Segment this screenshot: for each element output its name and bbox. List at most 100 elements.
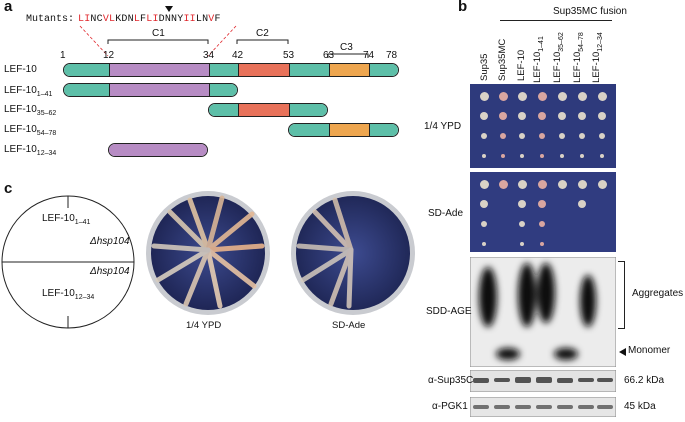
residue: N [90, 14, 97, 25]
spot-plate-ypd-label: 1/4 YPD [424, 121, 462, 132]
yeast-spot [501, 242, 505, 246]
yeast-spot [538, 200, 546, 208]
yeast-spot [579, 133, 585, 139]
residue: V [208, 14, 215, 25]
yeast-spot [599, 133, 605, 139]
residue: L [78, 14, 85, 25]
yeast-spot [517, 179, 527, 189]
panel-a-guides [79, 25, 369, 58]
construct-bar-1-41 [63, 83, 238, 97]
yeast-spot [481, 221, 487, 227]
plate-layout-diagram [1, 195, 135, 329]
position-1: 1 [60, 50, 66, 61]
yeast-spot [499, 112, 507, 120]
construct-label-1-41: LEF-101–41 [4, 85, 53, 98]
residue: N [202, 14, 209, 25]
residue: I [183, 14, 190, 25]
yeast-spot [557, 179, 567, 189]
residue: V [102, 14, 110, 25]
position-34: 34 [203, 50, 215, 61]
yeast-spot [499, 200, 507, 208]
yeast-spot [520, 154, 524, 158]
plate-photo-sd-ade [291, 191, 415, 315]
lane-label-35-62: LEF-1035–62 [552, 32, 565, 83]
position-74: 74 [363, 50, 375, 61]
spot-plate-sd-ade-label: SD-Ade [428, 208, 464, 219]
residue: I [84, 14, 91, 25]
yeast-spot [577, 91, 587, 101]
construct-bar-full [63, 63, 399, 77]
yeast-spot [578, 200, 586, 208]
residue: F [140, 14, 147, 25]
fusion-header-rule [500, 20, 612, 21]
yeast-spot [597, 179, 607, 189]
yeast-spot [480, 200, 488, 208]
spot-plate-sd-ade [470, 172, 616, 252]
layout-top-right-label: Δhsp104 [90, 236, 130, 247]
position-53: 53 [283, 50, 295, 61]
lane-label-lef10: LEF-10 [516, 49, 527, 81]
western-blot-sup35c [470, 370, 616, 392]
yeast-spot [580, 242, 584, 246]
residue: D [158, 14, 165, 25]
yeast-spot [577, 179, 587, 189]
yeast-spot [539, 133, 545, 139]
plate-photo-ypd [146, 191, 270, 315]
yeast-spot [501, 154, 505, 158]
layout-bottom-left-label: LEF-1012–34 [42, 288, 95, 301]
yeast-spot [519, 221, 525, 227]
lane-label-1-41: LEF-101–41 [532, 36, 545, 83]
yeast-spot [537, 179, 547, 189]
yeast-spot [481, 133, 487, 139]
yeast-spot [598, 112, 606, 120]
construct-bar-35-62 [208, 103, 328, 117]
yeast-spot [599, 221, 605, 227]
panel-label-c: c [4, 180, 13, 197]
residue: N [164, 14, 172, 25]
panel-label-b: b [458, 0, 468, 15]
layout-top-left-label: LEF-101–41 [42, 213, 91, 226]
yeast-spot [560, 242, 564, 246]
position-42: 42 [232, 50, 244, 61]
plate-sd-ade-label: SD-Ade [332, 320, 366, 331]
residue: Y [177, 14, 184, 25]
position-12: 12 [103, 50, 115, 61]
residue: I [152, 14, 159, 25]
yeast-spot [557, 91, 567, 101]
lane-label-sup35: Sup35 [479, 53, 490, 81]
region-label-c3: C3 [340, 42, 353, 53]
yeast-spot [578, 112, 586, 120]
position-63: 63 [323, 50, 335, 61]
yeast-spot [600, 154, 604, 158]
monomer-arrow-icon [619, 348, 626, 356]
mutation-site-marker-icon [165, 6, 173, 12]
yeast-spot [559, 221, 565, 227]
yeast-spot [517, 91, 527, 101]
yeast-spot [558, 112, 566, 120]
residue: L [146, 14, 153, 25]
aggregates-bracket [618, 261, 625, 329]
residue: L [133, 14, 141, 25]
yeast-spot [558, 200, 566, 208]
residue: C [96, 14, 103, 25]
layout-bottom-right-label: Δhsp104 [90, 266, 130, 277]
yeast-spot [538, 112, 546, 120]
construct-bar-12-34 [108, 143, 208, 157]
panel-label-a: a [4, 0, 13, 15]
residue: L [195, 14, 203, 25]
yeast-spot [520, 242, 524, 246]
yeast-spot [539, 221, 545, 227]
yeast-spot [598, 200, 606, 208]
construct-label-35-62: LEF-1035–62 [4, 104, 57, 117]
residue: K [115, 14, 122, 25]
construct-label-12-34: LEF-1012–34 [4, 144, 57, 157]
plate-ypd-label: 1/4 YPD [186, 320, 222, 331]
yeast-spot [518, 112, 526, 120]
residue: N [127, 14, 134, 25]
wb-sup35c-size: 66.2 kDa [624, 375, 665, 386]
yeast-spot [498, 91, 508, 101]
yeast-spot [482, 242, 486, 246]
construct-bar-54-78 [288, 123, 399, 137]
yeast-spot [597, 91, 607, 101]
mutants-label: Mutants: [26, 14, 75, 25]
